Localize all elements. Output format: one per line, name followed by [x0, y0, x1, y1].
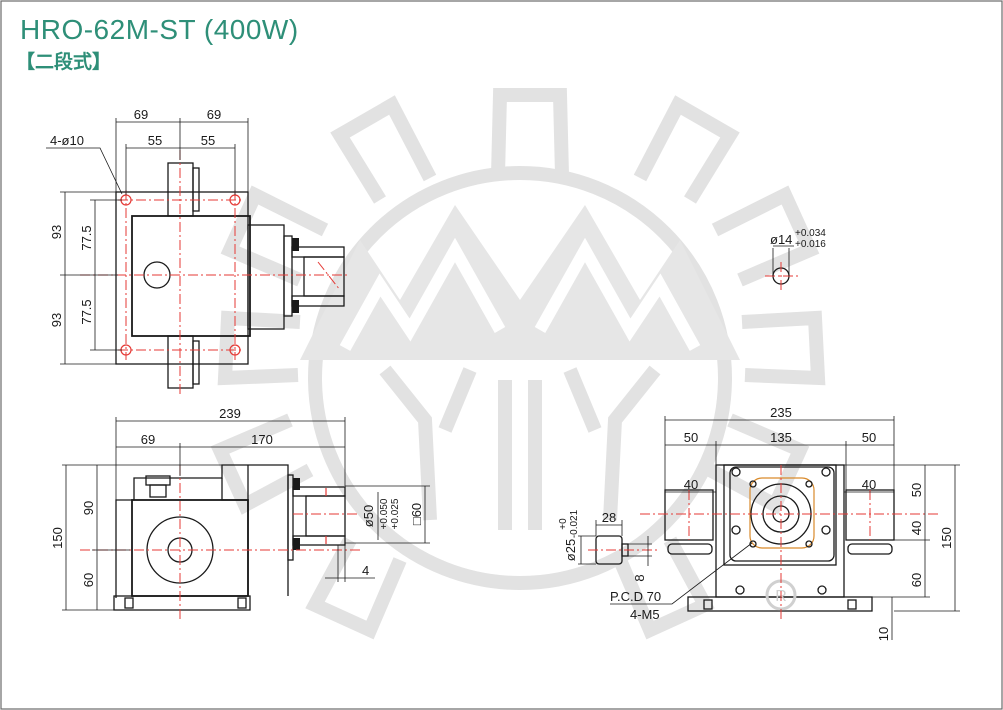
dim-239: 239: [219, 406, 241, 421]
dim-60: 60: [81, 573, 96, 587]
key-detail: [578, 520, 660, 566]
dim-8: 8: [632, 574, 647, 581]
dim-dia50-tol-lower: +0.025: [390, 498, 401, 529]
dim-55-left: 55: [148, 133, 162, 148]
dim-40-left: 40: [684, 477, 698, 492]
top-view: [46, 118, 350, 395]
dim-4: 4: [362, 563, 369, 578]
pcd-label: P.C.D 70: [610, 589, 661, 604]
dim-77-5-bottom: 77.5: [79, 299, 94, 324]
dim-69-right: 69: [207, 107, 221, 122]
page-subtitle: 【二段式】: [16, 51, 112, 73]
dim-50-left: 50: [684, 430, 698, 445]
dim-170: 170: [251, 432, 273, 447]
dim-69: 69: [141, 432, 155, 447]
screws-label: 4-M5: [630, 607, 660, 622]
dim-dia50: ø50: [361, 505, 376, 527]
dim-40-vertical: 40: [909, 521, 924, 535]
dim-dia25-tol-lower: -0.021: [569, 509, 580, 538]
dim-10: 10: [876, 627, 891, 641]
page-title: HRO-62M-ST (400W): [20, 14, 299, 45]
dim-135: 135: [770, 430, 792, 445]
dim-dia25-tol-upper: +0: [558, 518, 569, 530]
dim-sq60: □60: [409, 503, 424, 525]
gear-mountain-logo-watermark: [210, 88, 826, 640]
dim-50-vertical: 50: [909, 483, 924, 497]
side-view: R: [610, 416, 960, 640]
dim-60-vertical: 60: [909, 573, 924, 587]
dim-150-vertical: 150: [939, 527, 954, 549]
dim-dia50-tol-upper: +0.050: [379, 498, 390, 529]
shaft-dia: ø14: [770, 232, 792, 247]
dim-150: 150: [50, 527, 65, 549]
dim-235: 235: [770, 405, 792, 420]
front-view: [62, 417, 430, 620]
shaft-tol-lower: +0.016: [795, 239, 826, 250]
dim-dia25: ø25: [563, 539, 578, 561]
shaft-detail: [765, 245, 798, 290]
shaft-tol-upper: +0.034: [795, 228, 826, 239]
dim-40-right: 40: [862, 477, 876, 492]
dim-93-bottom: 93: [49, 313, 64, 327]
dim-93-top: 93: [49, 225, 64, 239]
dim-50-right: 50: [862, 430, 876, 445]
dim-77-5-top: 77.5: [79, 225, 94, 250]
dim-4-holes: 4-ø10: [50, 133, 84, 148]
dim-90: 90: [81, 501, 96, 515]
dim-69-left: 69: [134, 107, 148, 122]
dim-55-right: 55: [201, 133, 215, 148]
dim-28: 28: [602, 510, 616, 525]
